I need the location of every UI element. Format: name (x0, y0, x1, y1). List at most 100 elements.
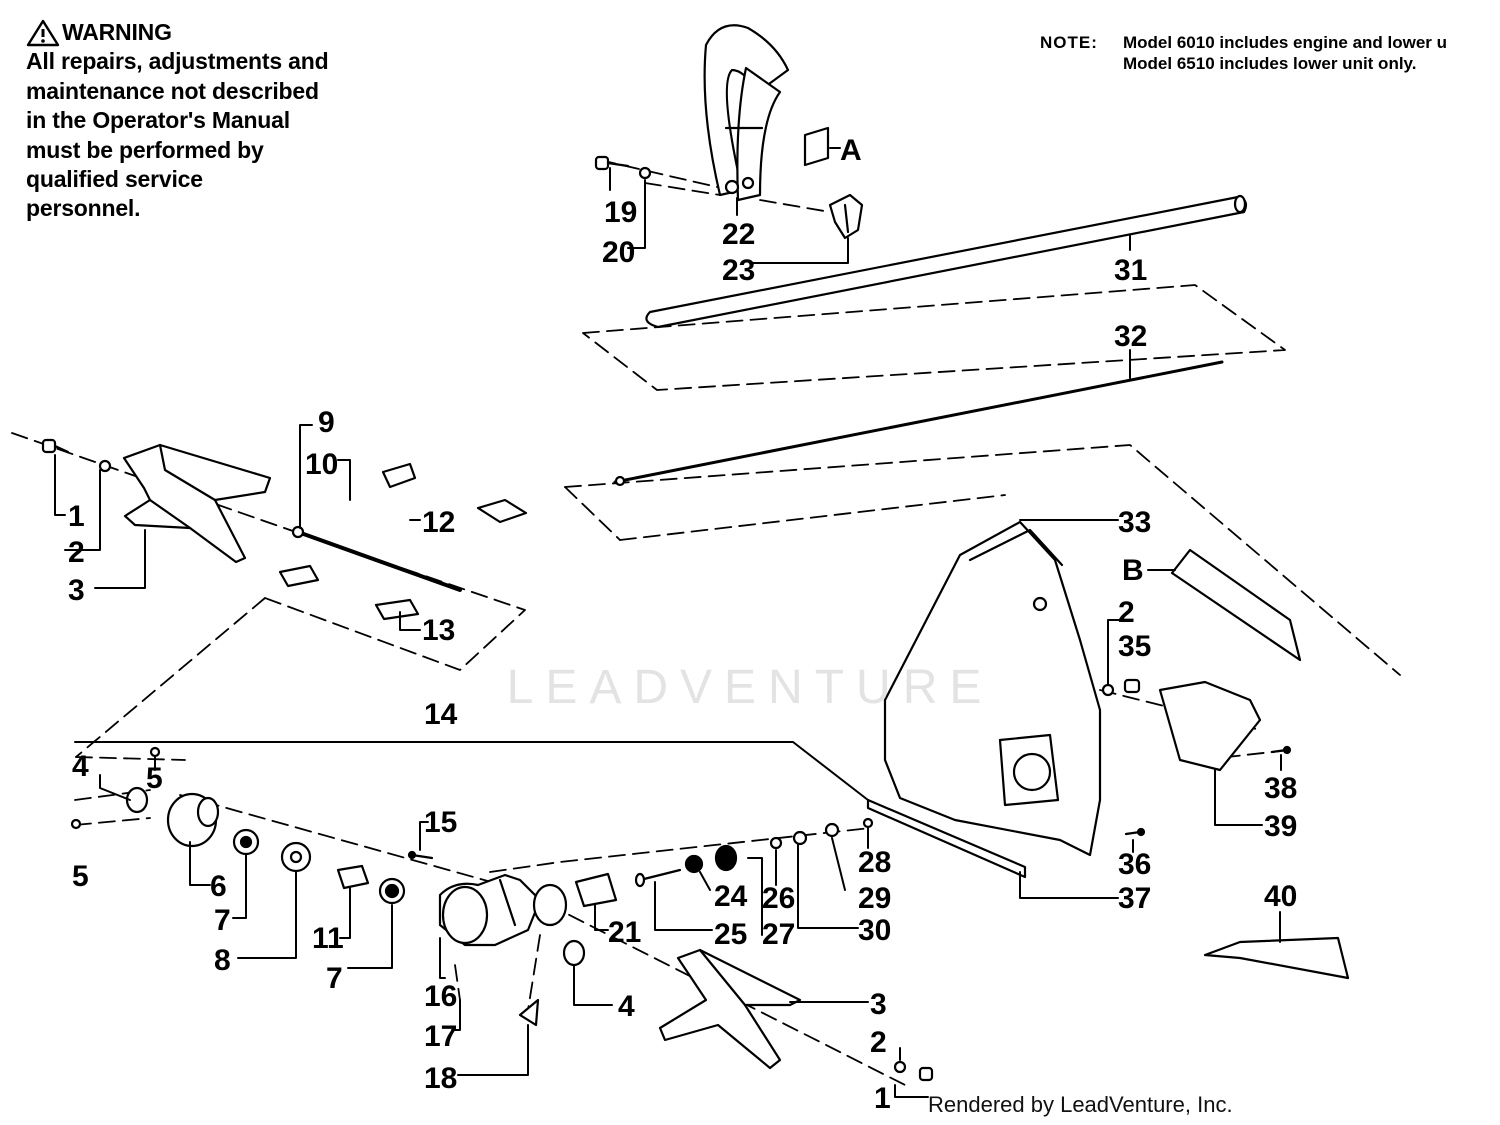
callout-1-lower: 1 (874, 1082, 891, 1115)
decal-a (803, 126, 830, 167)
callout-39: 39 (1264, 810, 1297, 843)
callout-40: 40 (1264, 880, 1297, 913)
screw-38 (1270, 745, 1292, 755)
bolt-1-upper (41, 438, 70, 454)
keys-13 (278, 564, 420, 621)
callout-2-right: 2 (1118, 596, 1135, 629)
callout-13: 13 (422, 614, 455, 647)
washer-2-upper (98, 459, 112, 473)
note-line-1: Model 6010 includes engine and lower u (1123, 33, 1448, 52)
callout-6: 6 (210, 870, 227, 903)
seal-24 (684, 854, 704, 874)
screw-36 (1124, 827, 1146, 837)
ring-28 (862, 817, 874, 829)
tube-31 (645, 194, 1248, 329)
bracket-39 (1158, 680, 1262, 772)
callout-19: 19 (604, 196, 637, 229)
callout-35: 35 (1118, 630, 1151, 663)
callout-3-upper: 3 (68, 574, 85, 607)
end-cap-right (532, 883, 568, 927)
bearing-7-left (232, 828, 260, 856)
gear-8 (280, 841, 312, 873)
callout-4-left: 4 (72, 750, 89, 783)
callout-8: 8 (214, 944, 231, 977)
washer-5-lower (70, 818, 82, 830)
screw-15 (407, 850, 434, 860)
washer-30 (792, 830, 808, 846)
callout-7-right: 7 (326, 962, 343, 995)
bearing-7-right (378, 877, 406, 905)
callout-14: 14 (424, 698, 458, 731)
grease-tube-40 (1203, 936, 1350, 980)
bushing-11 (336, 864, 370, 890)
washer-26 (769, 836, 783, 850)
callout-labels: 19 20 22 23 A 31 32 9 10 12 13 1 2 3 33 … (68, 134, 1297, 1115)
note-label: NOTE: (1040, 33, 1098, 52)
warning-block: WARNING All repairs, adjustments and mai… (26, 18, 386, 224)
callout-32: 32 (1114, 320, 1147, 353)
rod-32 (613, 360, 1224, 487)
bolt-1-lower (918, 1066, 934, 1082)
knob-23 (828, 193, 864, 240)
warning-line: maintenance not described (26, 77, 319, 104)
callout-16: 16 (424, 980, 457, 1013)
warning-line: All repairs, adjustments and (26, 48, 329, 75)
gear-housing-14 (438, 873, 542, 947)
callout-30: 30 (858, 914, 891, 947)
callout-38: 38 (1264, 772, 1297, 805)
callout-25: 25 (714, 918, 747, 951)
washer-5-upper (149, 746, 161, 758)
callout-15: 15 (424, 806, 457, 839)
callout-2-lower: 2 (870, 1026, 887, 1059)
callout-27: 27 (762, 918, 795, 951)
shroud-33 (883, 520, 1102, 857)
keys-12 (381, 462, 528, 524)
bushing-21 (574, 872, 618, 908)
callout-10: 10 (305, 448, 338, 481)
spacer-4-right (562, 939, 586, 967)
callout-5-lower: 5 (72, 860, 89, 893)
callout-5-upper: 5 (146, 762, 163, 795)
model-note: NOTE: Model 6010 includes engine and low… (1040, 32, 1500, 82)
spacer-4-left (125, 786, 149, 814)
plate-18 (518, 998, 540, 1027)
washer-2-lower (893, 1060, 907, 1074)
callout-1-upper: 1 (68, 500, 85, 533)
shaft-9 (291, 525, 462, 592)
warning-triangle-icon (26, 19, 60, 46)
tine-blade-lower (658, 948, 802, 1070)
callout-A: A (840, 134, 862, 167)
callout-20: 20 (602, 236, 635, 269)
leader-lines (54, 147, 1282, 1098)
skid-37 (866, 798, 1027, 879)
bearing-cap-6 (166, 792, 220, 848)
callout-28: 28 (858, 846, 891, 879)
warning-line: in the Operator's Manual (26, 107, 290, 134)
washer-20 (638, 166, 652, 180)
bearing-24 (714, 844, 738, 872)
callout-9: 9 (318, 406, 335, 439)
callout-2-upper: 2 (68, 536, 85, 569)
callout-33: 33 (1118, 506, 1151, 539)
warning-line: personnel. (26, 195, 141, 222)
callout-24: 24 (714, 880, 748, 913)
note-line-2: Model 6510 includes lower unit only. (1123, 54, 1417, 73)
watermark: LEADVENTURE (506, 661, 994, 714)
tine-blade-upper (122, 443, 272, 564)
callout-4-right: 4 (618, 990, 635, 1023)
callout-29: 29 (858, 882, 891, 915)
callout-36: 36 (1118, 848, 1151, 881)
warning-line: must be performed by (26, 136, 264, 163)
warning-title-row: WARNING (26, 18, 386, 47)
callout-26: 26 (762, 882, 795, 915)
callout-31: 31 (1114, 254, 1147, 287)
washer-29 (824, 822, 840, 838)
callout-11: 11 (312, 922, 344, 955)
warning-title: WARNING (62, 19, 172, 45)
warning-line: qualified service (26, 166, 203, 193)
callout-B: B (1122, 554, 1144, 587)
callout-22: 22 (722, 218, 755, 251)
deflector-b (1170, 548, 1302, 662)
washer-2-right (1101, 683, 1115, 697)
